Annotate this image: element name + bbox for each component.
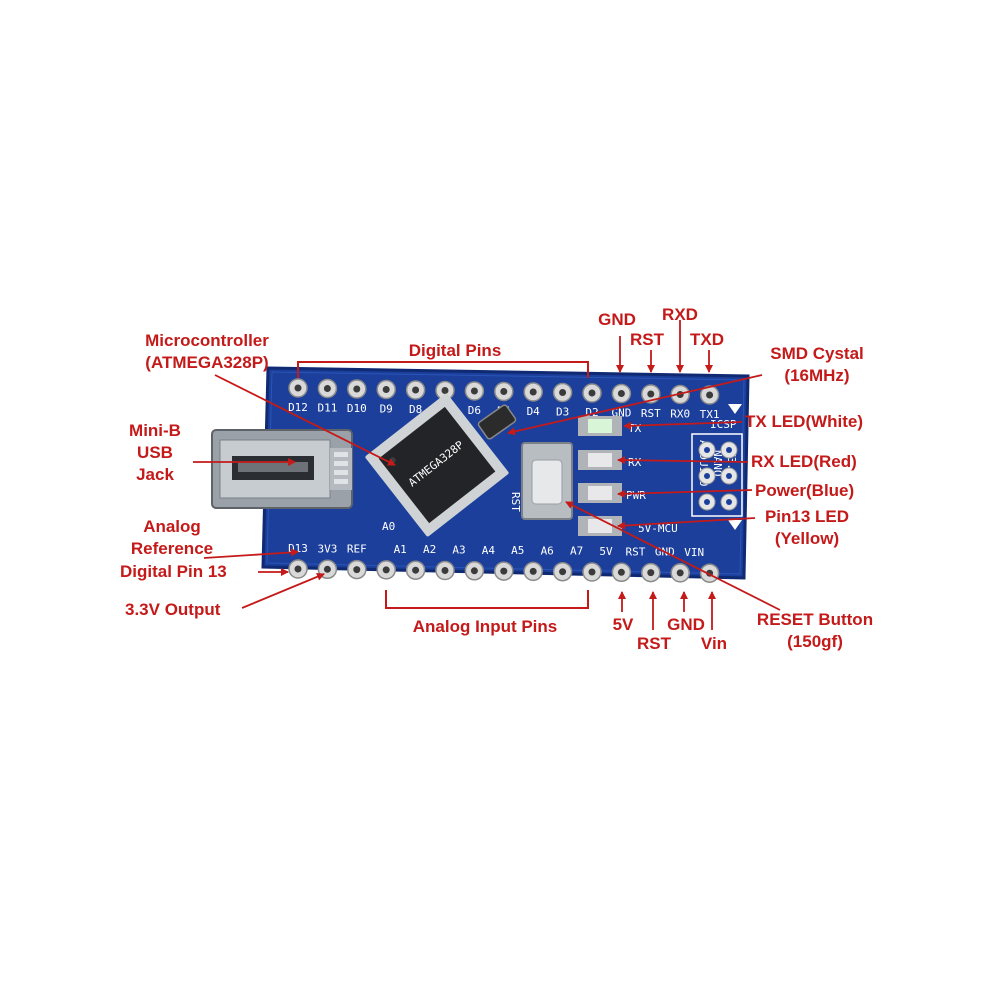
smd-crystal-label: SMD Cystal (16MHz) [770,344,864,385]
bottom-silk-a2: A2 [423,543,436,556]
bottom-silk-a6: A6 [541,544,554,557]
bottom-pad-11-hole [588,568,596,576]
bottom-pad-5-hole [412,566,420,574]
smd-crystal [477,404,517,440]
bottom-silk-3v3: 3V3 [317,542,337,555]
analog-reference-label: Analog Reference [130,517,214,558]
reset-button-label: RESET Button (150gf) [756,610,874,651]
callout-arrows [193,320,781,630]
top-silk-tx1: TX1 [700,408,720,421]
led-tx-silk: TX [628,422,642,435]
tx-led [578,416,622,436]
top-pad-8-hole [500,388,508,395]
rx-led [578,450,622,470]
pin13-led-label: Pin13 LED (Yellow) [764,507,850,548]
top-pad-10-hole [559,389,567,396]
svg-text:NANO: NANO [711,450,724,477]
bottom-pad-14-hole [676,569,684,577]
bottom-silk-a7: A7 [570,545,583,558]
bottom-silk-a1: A1 [394,543,407,556]
bottom-silk-ref: REF [347,543,367,556]
top-pad-13-hole [647,390,655,398]
led-pwr-silk: PWR [626,489,646,502]
analog-pins-bracket [385,590,589,609]
mini-usb-jack [211,429,353,509]
bottom-pad-4-hole [382,566,390,574]
bottom-pad-13-hole [647,569,655,577]
led-rx-silk: RX [628,456,642,469]
microcontroller-label: Microcontroller (ATMEGA328P) [145,331,269,372]
icsp-silk: ICSP [710,418,737,431]
top-silk-d12: D12 [288,401,308,414]
bottom-silk-a4: A4 [482,544,496,557]
rst-bottom-label: RST [637,634,671,653]
digital-pin13-label: Digital Pin 13 [120,562,227,581]
bottom-silk-a3: A3 [452,544,465,557]
rxd-label: RXD [662,305,698,324]
top-pad-15-hole [706,391,714,399]
top-pad-6-hole [441,387,449,394]
top-pad-12-hole [617,390,625,397]
power-led [578,483,622,503]
bottom-pad-12-hole [617,568,625,576]
bottom-pad-3-hole [353,566,361,574]
pin1-marker-top [728,404,742,414]
top-silk-d2: D2 [585,406,598,419]
top-header-pads [288,378,720,405]
top-pad-3-hole [353,385,361,393]
bottom-pad-8-hole [500,567,508,575]
mcu-silk: 5V-MCU [638,522,678,535]
tx-led-label: TX LED(White) [745,412,864,431]
analog-input-pins-label: Analog Input Pins [412,617,558,636]
bottom-pad-6-hole [441,567,449,574]
rx-led-label: RX LED(Red) [751,452,857,471]
top-pad-2-hole [323,385,331,392]
bottom-pad-2-hole [323,565,331,573]
digital-pins-bracket [297,361,589,378]
top-silk-d11: D11 [317,402,337,415]
top-pad-1-hole [294,384,302,392]
top-silk-rst: RST [641,407,661,420]
pin1-marker-bottom [728,520,742,530]
txd-label: TXD [690,330,724,349]
bottom-silk-rst: RST [625,545,645,558]
top-silk-d4: D4 [527,405,541,418]
power-led-label: Power(Blue) [755,481,855,500]
bottom-pad-9-hole [529,567,537,575]
bottom-pad-7-hole [470,567,478,575]
rst-silk: RST [509,492,522,512]
bottom-silk-5v: 5V [599,545,613,558]
top-pad-4-hole [382,386,390,393]
top-pad-7-hole [470,387,478,395]
digital-pins-label: Digital Pins [408,341,502,360]
top-pad-11-hole [588,389,596,397]
vin-label: Vin [700,634,728,653]
bottom-header-pads [288,559,720,583]
top-silk-d9: D9 [380,403,393,416]
a0-silk: A0 [382,520,395,533]
gnd-bottom-label: GND [667,615,705,634]
top-silk-d10: D10 [347,402,367,415]
icsp-header: ICSP [691,418,743,517]
5v-label: 5V [612,615,634,634]
bottom-pad-1-hole [294,565,302,573]
top-pad-9-hole [529,388,537,396]
top-silk-d3: D3 [556,406,569,419]
bottom-pad-10-hole [559,568,567,576]
mini-usb-label: Mini-B USB Jack [129,421,181,484]
top-silk-d6: D6 [468,404,481,417]
reset-button: RST [509,442,573,520]
rst-top-label: RST [630,330,664,349]
top-pad-5-hole [412,386,420,394]
top-silk-d8: D8 [409,403,422,416]
atmega328p-chip: ATMEGA328P [365,393,509,537]
output-3v3-label: 3.3V Output [125,600,221,619]
gnd-top-label: GND [598,310,636,329]
bottom-silk-vin: VIN [684,546,704,559]
top-silk-rx0: RX0 [670,408,690,421]
bottom-silk-a5: A5 [511,544,524,557]
